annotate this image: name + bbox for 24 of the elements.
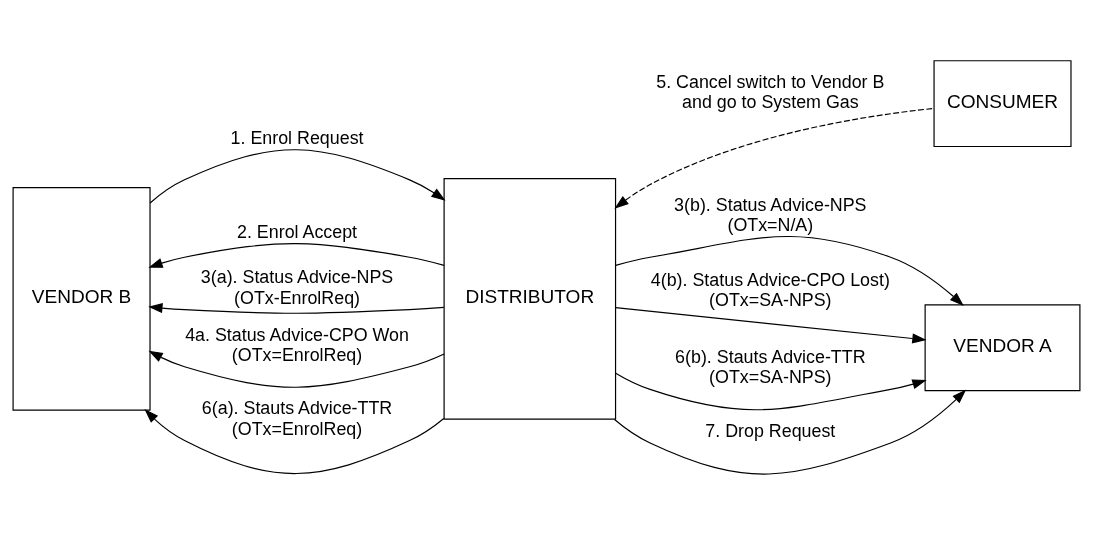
arrow: [615, 372, 927, 411]
arrow: [144, 409, 445, 475]
edge-label: 3(a). Status Advice-NPS (OTx-EnrolReq): [200, 267, 394, 308]
edge-label: 5. Cancel switch to Vendor B and go to System Gas: [656, 72, 885, 113]
arrow: [149, 149, 446, 204]
arrow: [148, 350, 445, 388]
edge-label: 3(b). Status Advice-NPS (OTx=N/A): [674, 194, 867, 236]
node-box: CONSUMER: [933, 60, 1072, 148]
edge-label: 4a. Status Advice-CPO Won (OTx=EnrolReq): [185, 324, 409, 365]
node-box: VENDOR B: [12, 186, 151, 411]
arrow: [615, 307, 927, 344]
edge-label: 6(b). Stauts Advice-TTR (OTx=SA-NPS): [675, 347, 866, 388]
edge-label: 7. Drop Request: [705, 421, 836, 442]
edge-label: 1. Enrol Request: [230, 128, 364, 149]
arrow: [614, 107, 935, 209]
node-box: VENDOR A: [924, 304, 1081, 392]
arrow: [613, 389, 967, 475]
arrow: [148, 243, 445, 268]
edge-label: 4(b). Status Advice-CPO Lost) (OTx=SA-NPS): [650, 269, 890, 311]
arrow: [615, 235, 964, 306]
node-box: DISTRIBUTOR: [443, 178, 617, 420]
arrow: [148, 303, 445, 314]
edge-label: 6(a). Stauts Advice-TTR (OTx=EnrolReq): [201, 398, 393, 439]
edge-label: 2. Enrol Accept: [237, 222, 358, 243]
